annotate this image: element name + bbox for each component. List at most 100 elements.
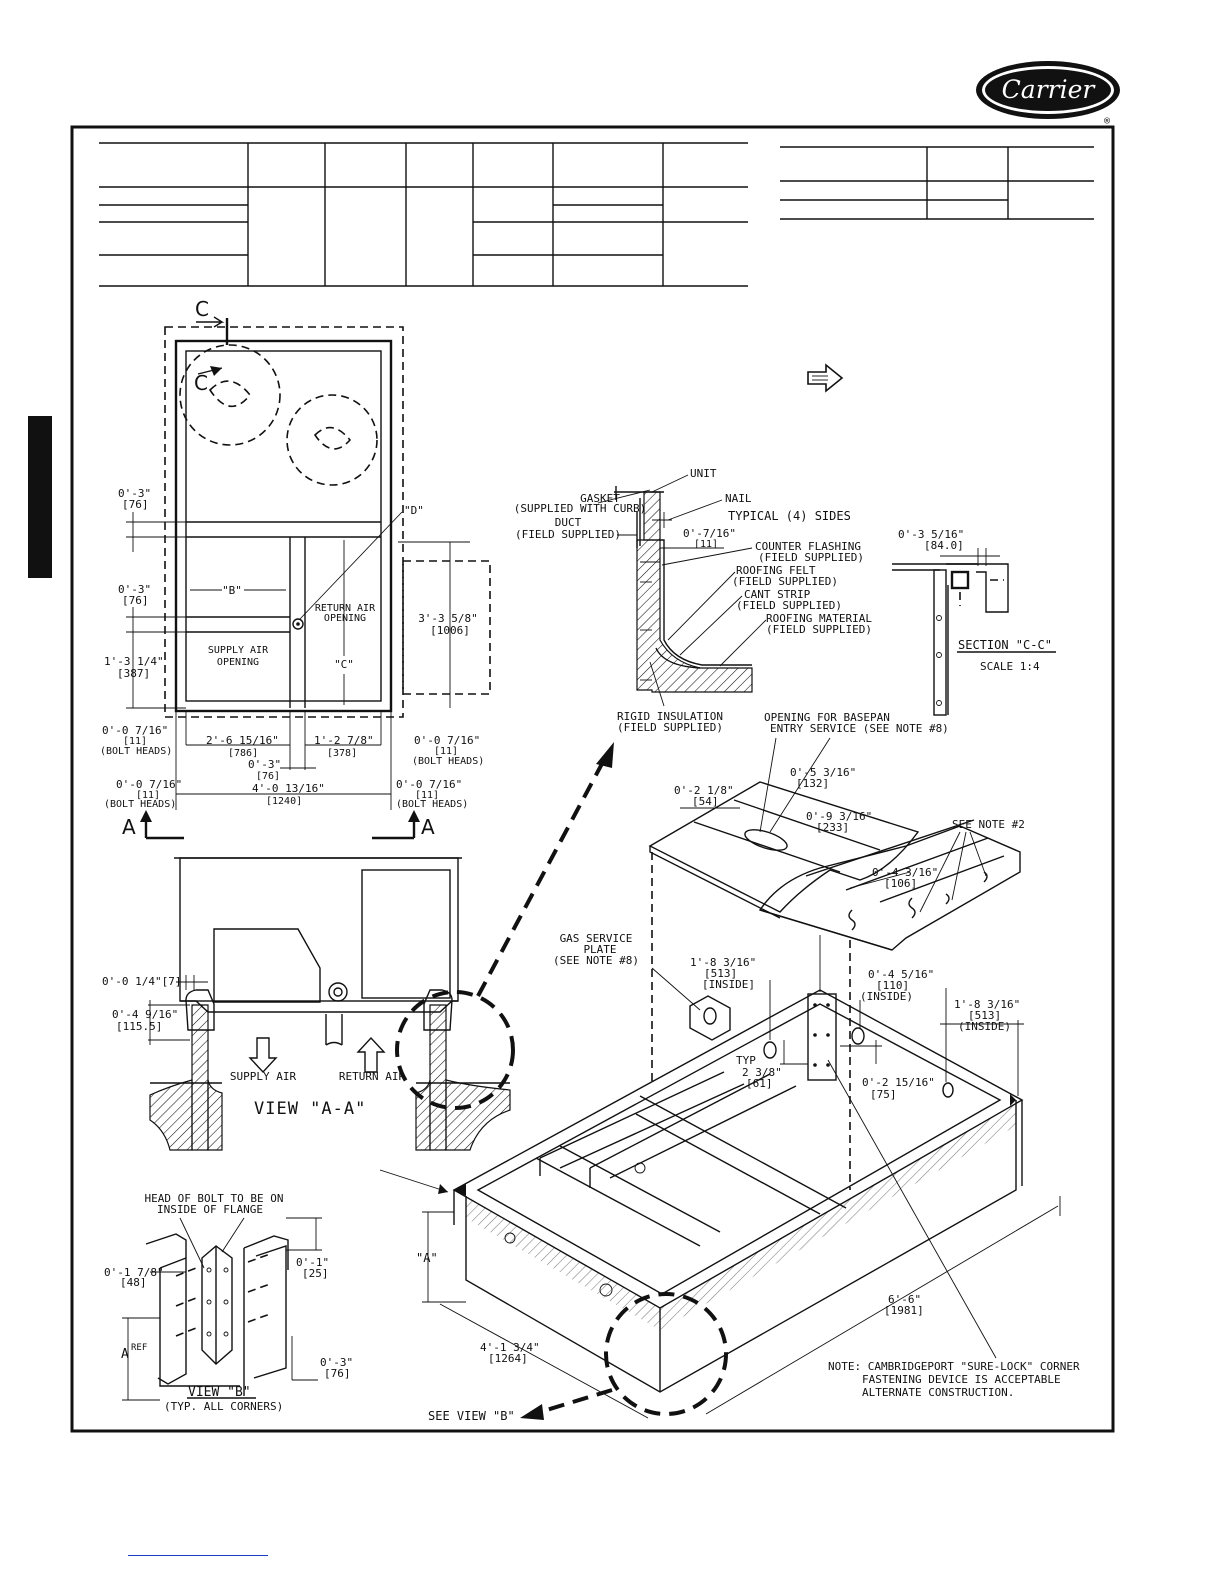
side-tab xyxy=(28,416,52,578)
curb-typ: TYP xyxy=(736,1054,756,1067)
dim-d1-mm: [76] xyxy=(122,498,149,511)
detail-rigid-1: RIGID INSULATION xyxy=(617,710,723,723)
curb-note-2: FASTENING DEVICE IS ACCEPTABLE xyxy=(862,1373,1061,1386)
curb-gas-1: GAS SERVICE xyxy=(560,932,633,945)
view-aa: SUPPLY AIR RETURN AIR VIEW "A-A" 0'-0 1/… xyxy=(102,857,515,1151)
section-cc-title: SECTION "C-C" xyxy=(958,638,1052,652)
curb-gas-2: PLATE xyxy=(583,943,616,956)
curb-dim5-mm: [75] xyxy=(870,1088,897,1101)
view-b-dim3: 0'-3" xyxy=(320,1356,353,1369)
dim-d2-mm: [76] xyxy=(122,594,149,607)
dim-d6: 0'-3" xyxy=(248,758,281,771)
footer-link-underline[interactable] xyxy=(128,1555,268,1556)
plan-label-b: "B" xyxy=(222,584,242,597)
curb-dim3: 1'-8 3/16" xyxy=(954,998,1020,1011)
dim-d3: 1'-3 1/4" xyxy=(104,655,164,668)
section-cc: 0'-3 5/16" [84.0] SECTION "C-C" SCALE 1:… xyxy=(892,528,1056,716)
return-air-arrow-icon xyxy=(356,1036,386,1073)
curb-gas-3: (SEE NOTE #8) xyxy=(553,954,639,967)
basepan-opening-1: OPENING FOR BASEPAN xyxy=(764,711,890,724)
curb-dim6: 6'-6" xyxy=(888,1293,921,1306)
view-aa-return: RETURN AIR xyxy=(339,1070,406,1083)
dim-d4: 0'-0 7/16" xyxy=(102,724,168,737)
basepan-dim2: 0'-2 1/8" xyxy=(674,784,734,797)
view-aa-dim2-mm: [115.5] xyxy=(116,1020,162,1033)
curb-dim7: 4'-1 3/4" xyxy=(480,1341,540,1354)
view-b-ref: REF xyxy=(131,1343,147,1353)
detail-roofing-2: (FIELD SUPPLIED) xyxy=(766,623,872,636)
basepan-note2: SEE NOTE #2 xyxy=(952,818,1025,831)
curb-dim3-note: (INSIDE) xyxy=(958,1020,1011,1033)
view-b-sub: (TYP. ALL CORNERS) xyxy=(164,1400,283,1413)
dim-d10: 4'-0 13/16" xyxy=(252,782,325,795)
table-right xyxy=(780,146,1094,220)
detail-typical: TYPICAL (4) SIDES xyxy=(728,509,851,523)
flashing-detail: UNIT GASKET (SUPPLIED WITH CURB) NAIL TY… xyxy=(514,467,873,734)
view-aa-dim1: 0'-0 1/4"[7] xyxy=(102,975,181,988)
basepan-dim4: 0'-4 3/16" xyxy=(872,866,938,879)
curb-note-1: NOTE: CAMBRIDGEPORT "SURE-LOCK" CORNER xyxy=(828,1360,1080,1373)
curb-dim2-note: (INSIDE) xyxy=(860,990,913,1003)
drawing-frame xyxy=(70,125,1115,1433)
view-b-dim2: 0'-1" xyxy=(296,1256,329,1269)
curb-dim5: 0'-2 15/16" xyxy=(862,1076,935,1089)
dim-d11-mm: [11] xyxy=(415,790,439,801)
dim-d1: 0'-3" xyxy=(118,487,151,500)
detail-felt-2: (FIELD SUPPLIED) xyxy=(732,575,838,588)
detail-gasket-2: (SUPPLIED WITH CURB) xyxy=(514,502,646,515)
condenser-fan-1 xyxy=(179,344,281,446)
detail-dim-mm: [11] xyxy=(694,539,718,550)
curb-a: "A" xyxy=(416,1251,438,1265)
detail-rigid-2: (FIELD SUPPLIED) xyxy=(617,721,723,734)
basepan-dim3-mm: [233] xyxy=(816,821,849,834)
curb-dim7-mm: [1264] xyxy=(488,1352,528,1365)
brand-name: Carrier xyxy=(1002,75,1097,104)
dim-d4-note: (BOLT HEADS) xyxy=(100,746,172,757)
detail-felt-1: ROOFING FELT xyxy=(736,564,816,577)
plan-view: C C "D" "B" "C" SUPPLY AIR OPENING RETUR… xyxy=(100,297,491,840)
view-b-head-1: HEAD OF BOLT TO BE ON xyxy=(144,1192,283,1205)
view-aa-title: VIEW "A-A" xyxy=(254,1099,366,1119)
carrier-logo: Carrier ® xyxy=(976,61,1120,127)
airflow-arrow-icon xyxy=(807,363,844,393)
dim-d6-mm: [76] xyxy=(256,771,280,782)
detail-duct-1: DUCT xyxy=(555,516,582,529)
detail-cant-1: CANT STRIP xyxy=(744,588,811,601)
curb-dim2-mm: [110] xyxy=(876,979,909,992)
basepan-opening-2: ENTRY SERVICE (SEE NOTE #8) xyxy=(770,722,949,735)
section-c-letter-bottom: C xyxy=(194,371,208,395)
curb-dim1-mm: [513] xyxy=(704,967,737,980)
detail-roofing-1: ROOFING MATERIAL xyxy=(766,612,872,625)
detail-duct-2: (FIELD SUPPLIED) xyxy=(515,528,621,541)
dim-d9: 0'-0 7/16" xyxy=(116,778,182,791)
dim-d8-note: (BOLT HEADS) xyxy=(412,756,484,767)
supply-label-1: SUPPLY AIR xyxy=(208,645,269,656)
roof-curb: GAS SERVICE PLATE (SEE NOTE #8) 1'-8 3/1… xyxy=(379,852,1080,1423)
basepan: OPENING FOR BASEPAN ENTRY SERVICE (SEE N… xyxy=(648,711,1025,951)
basepan-dim4-mm: [106] xyxy=(884,877,917,890)
basepan-dim2-mm: [54] xyxy=(692,795,719,808)
dim-d12: 3'-3 5/8" xyxy=(418,612,478,625)
dim-d10-mm: [1240] xyxy=(266,796,302,807)
curb-dim1-note: [INSIDE] xyxy=(702,978,755,991)
detail-unit: UNIT xyxy=(690,467,717,480)
basepan-dim1-mm: [132] xyxy=(796,777,829,790)
dim-d3-mm: [387] xyxy=(117,667,150,680)
plan-label-c: "C" xyxy=(334,658,354,671)
dim-d7: 1'-2 7/8" xyxy=(314,734,374,747)
plan-label-d: "D" xyxy=(404,504,424,517)
return-label-1: RETURN AIR xyxy=(315,603,376,614)
curb-dim4: 2 3/8" xyxy=(742,1066,782,1079)
detail-gasket-1: GASKET xyxy=(580,492,620,505)
detail-cant-2: (FIELD SUPPLIED) xyxy=(736,599,842,612)
dim-d8-mm: [11] xyxy=(434,746,458,757)
detail-callout-arrow xyxy=(476,742,614,997)
detail-nail: NAIL xyxy=(725,492,752,505)
return-label-2: OPENING xyxy=(324,613,366,624)
view-b-a: A xyxy=(121,1347,129,1362)
curb-note-3: ALTERNATE CONSTRUCTION. xyxy=(862,1386,1014,1399)
section-a-right: A xyxy=(421,815,435,839)
view-b-dim2-mm: [25] xyxy=(302,1267,329,1280)
curb-dim4-mm: [61] xyxy=(746,1077,773,1090)
